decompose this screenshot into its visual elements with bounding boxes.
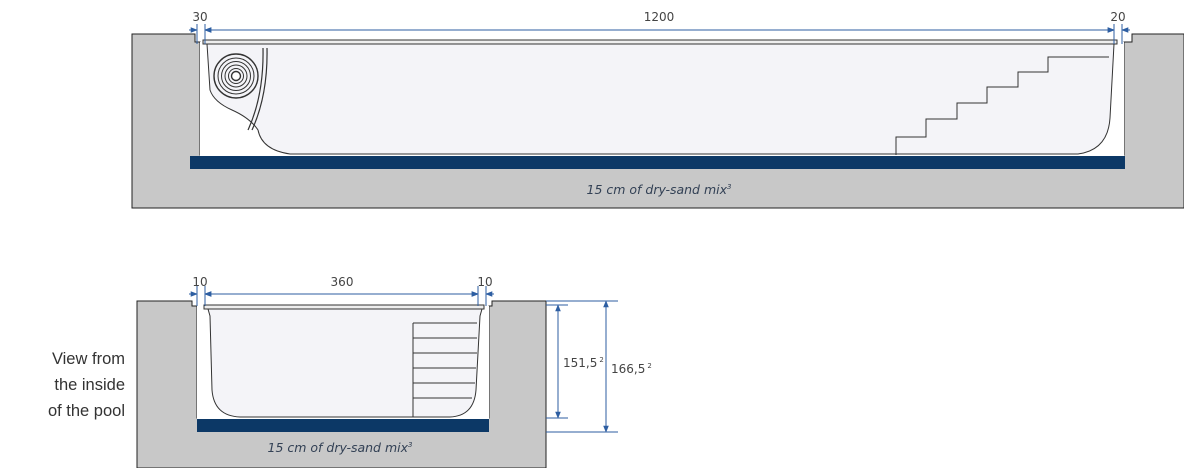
dim-label-left-gap-long: 30	[192, 10, 207, 24]
dimension-lines-long	[189, 24, 1130, 44]
hose-reel-icon	[213, 47, 268, 131]
dim-label-right-gap-cross: 10	[477, 275, 492, 289]
pool-stairs-cross	[412, 322, 477, 417]
sand-label-long: 15 cm of dry-sand mix3	[587, 182, 732, 197]
svg-text:View from: View from	[52, 350, 125, 368]
dim-label-width-cross: 360	[331, 275, 354, 289]
svg-text:of the pool: of the pool	[48, 402, 125, 420]
pool-shell-long	[206, 43, 1115, 155]
coping-rim-long	[202, 39, 1118, 45]
dim-label-left-gap-cross: 10	[192, 275, 207, 289]
view-caption: View from the inside of the pool	[48, 350, 125, 420]
long-section-diagram: 15 cm of dry-sand mix3 30 1200 20	[131, 10, 1184, 209]
sand-bed-cross	[197, 419, 489, 432]
sand-label-cross: 15 cm of dry-sand mix3	[268, 440, 413, 455]
coping-rim-cross	[203, 304, 485, 310]
dim-label-right-gap-long: 20	[1110, 10, 1125, 24]
svg-text:the inside: the inside	[54, 376, 125, 394]
dimension-lines-cross	[189, 286, 618, 433]
sand-bed-long	[190, 156, 1125, 169]
pool-shell-cross	[207, 308, 483, 418]
dim-label-length-long: 1200	[644, 10, 675, 24]
pool-stairs-long	[895, 56, 1109, 155]
